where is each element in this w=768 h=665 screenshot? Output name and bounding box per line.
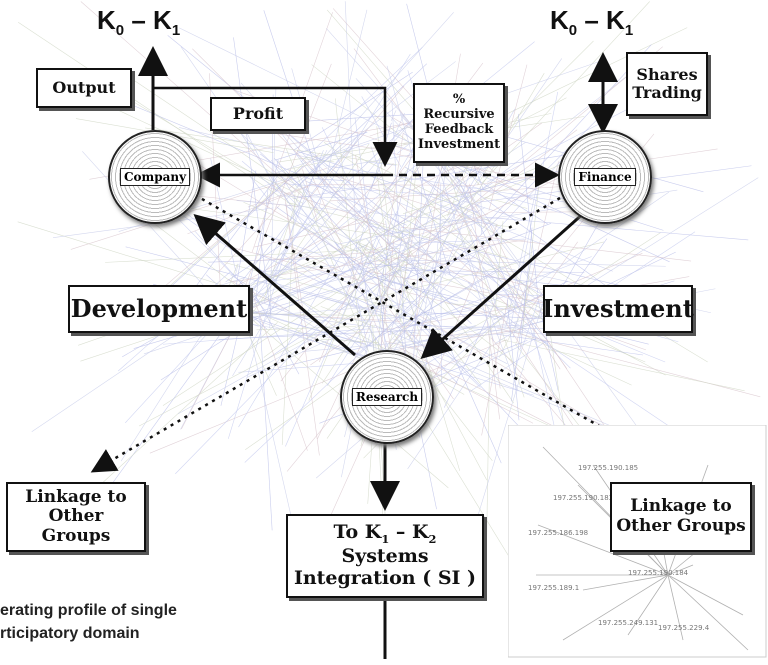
inset-ip-label: 197.255.189.1 bbox=[528, 584, 579, 592]
inset-ip-label: 197.255.190.185 bbox=[578, 464, 638, 472]
inset-ip-label: 197.255.186.198 bbox=[528, 529, 588, 537]
development-label: Development bbox=[68, 285, 250, 333]
si-line-1: To K1 – K2 Systems bbox=[288, 522, 482, 568]
company-node: Company bbox=[108, 130, 202, 224]
finance-node: Finance bbox=[558, 130, 652, 224]
heading-k0-k1-left: K0 – K1 bbox=[97, 5, 180, 39]
inset-ip-label: 197.255.249.131 bbox=[598, 619, 658, 627]
investment-label: Investment bbox=[543, 285, 693, 333]
company-node-label: Company bbox=[120, 168, 190, 186]
edge-finance-to-linkage-left bbox=[95, 198, 560, 470]
shares-trading-label: Shares Trading bbox=[626, 52, 708, 116]
inset-ip-label: 197.255.229.4 bbox=[658, 624, 710, 632]
research-node: Research bbox=[340, 350, 434, 444]
systems-integration-label: To K1 – K2 Systems Integration ( SI ) bbox=[286, 514, 484, 598]
finance-node-label: Finance bbox=[574, 168, 635, 186]
profit-label: Profit bbox=[210, 97, 306, 131]
inset-ip-label: 197.255.190.184 bbox=[628, 569, 689, 577]
si-line-2: Integration ( SI ) bbox=[294, 568, 476, 590]
caption-line-2: rticipatory domain bbox=[0, 625, 140, 643]
recursive-feedback-label: % Recursive Feedback Investment bbox=[413, 83, 505, 163]
research-node-label: Research bbox=[352, 388, 422, 406]
output-label: Output bbox=[36, 68, 132, 108]
inset-ip-label: 197.255.190.183 bbox=[553, 494, 613, 502]
caption-line-1: erating profile of single bbox=[0, 602, 177, 620]
linkage-right-label: Linkage to Other Groups bbox=[610, 482, 752, 552]
edge-finance-to-research bbox=[425, 212, 585, 355]
linkage-left-label: Linkage to Other Groups bbox=[6, 482, 146, 552]
heading-k0-k1-right: K0 – K1 bbox=[550, 5, 633, 39]
